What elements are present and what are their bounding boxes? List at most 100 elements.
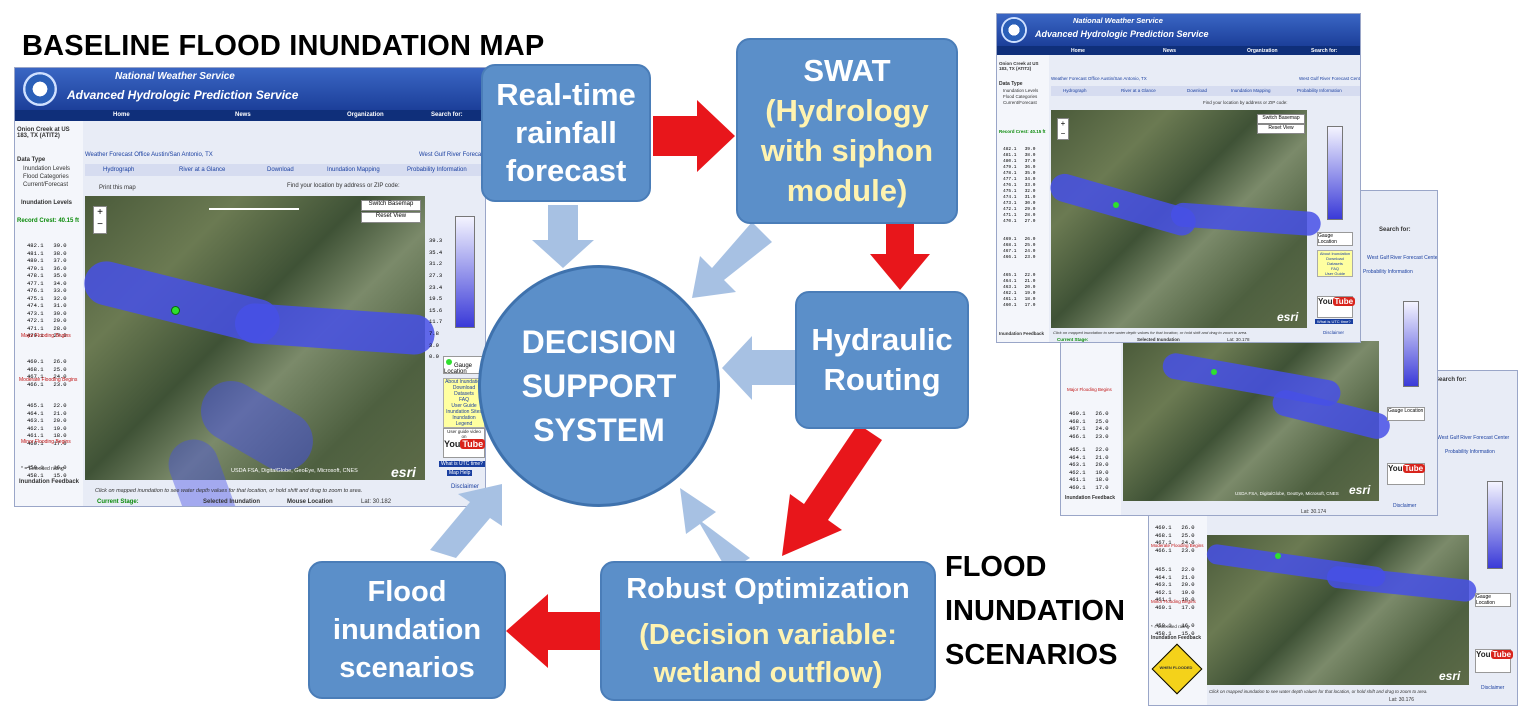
scenarios-heading: FLOOD INUNDATION SCENARIOS [945, 545, 1125, 677]
opacity-slider[interactable] [209, 208, 299, 210]
feedback-arrow-robust [680, 488, 750, 572]
map-help-link[interactable]: Map Help [447, 470, 473, 476]
disclaimer-link[interactable]: Disclaimer [1323, 330, 1345, 335]
inundation-feedback[interactable]: Inundation Feedback [19, 479, 80, 485]
data-type-option[interactable]: Current/Forecast [23, 182, 69, 188]
data-type-option[interactable]: Inundation Levels [1003, 88, 1039, 93]
lat-readout: Lat: 30.174 [1301, 509, 1327, 515]
nav-organization[interactable]: Organization [347, 112, 384, 118]
gauge-marker[interactable] [1275, 553, 1281, 559]
scenario-map-screenshot: National Weather Service Advanced Hydrol… [996, 13, 1361, 343]
tab-download[interactable]: Download [1187, 88, 1208, 93]
tab-inundation-mapping[interactable]: Inundation Mapping [327, 167, 380, 173]
nav-home[interactable]: Home [1071, 48, 1085, 54]
satellite-map[interactable]: esri [1205, 535, 1478, 685]
scenarios-heading-line: INUNDATION [945, 595, 1125, 627]
gauge-marker[interactable] [1211, 369, 1217, 375]
current-stage: Current Stage: [97, 499, 139, 505]
gauge-marker[interactable] [171, 306, 180, 315]
tab-hydrograph[interactable]: Hydrograph [1063, 88, 1087, 93]
service-name: Advanced Hydrologic Prediction Service [67, 88, 299, 102]
record-crest: Record Crest: 40.15 ft [999, 129, 1046, 134]
data-type-option[interactable]: Inundation Levels [23, 166, 71, 172]
tab-river-at-a-glance[interactable]: River at a Glance [179, 167, 226, 173]
satellite-map[interactable]: +− Switch Basemap Reset View esri [1047, 110, 1322, 328]
gauge-location-button[interactable]: Gauge Location [443, 356, 485, 375]
disclaimer-link[interactable]: Disclaimer [1393, 503, 1417, 509]
inundation-feedback[interactable]: Inundation Feedback [1065, 495, 1116, 501]
inundation-feedback[interactable]: Inundation Feedback [1151, 635, 1202, 641]
flow-arrow-robust-to-flood [506, 594, 600, 668]
nav-news[interactable]: News [235, 112, 251, 118]
tab-download[interactable]: Download [267, 167, 294, 173]
click-hint: Click on mapped inundation to see water … [1209, 689, 1428, 694]
nav-news[interactable]: News [1163, 48, 1177, 54]
gauge-location-button[interactable]: Gauge Location [1387, 407, 1425, 421]
inundation-feedback[interactable]: Inundation Feedback [999, 331, 1045, 336]
esri-logo: esri [391, 464, 416, 480]
realtime-rainfall-node: Real-time rainfall forecast [481, 64, 651, 202]
river-center-name[interactable]: West Gulf River Forecast Center [1367, 255, 1438, 261]
tab-river-at-a-glance[interactable]: River at a Glance [1121, 88, 1156, 93]
tab-bar: Hydrograph River at a Glance Download In… [85, 164, 485, 176]
node-line: SYSTEM [533, 412, 665, 448]
nav-home[interactable]: Home [113, 112, 130, 118]
gauge-icon [446, 359, 452, 365]
office-name[interactable]: Weather Forecast Office Austin/San Anton… [1051, 76, 1147, 81]
gauge-location-button[interactable]: Gauge Location [1475, 593, 1511, 607]
river-center-name[interactable]: West Gulf River Forecast Center [1299, 76, 1361, 81]
tab-hydrograph[interactable]: Hydrograph [103, 167, 135, 173]
find-location-label: Find your location by address or ZIP cod… [287, 183, 400, 189]
reset-view-button[interactable]: Reset View [1257, 124, 1305, 134]
gauge-marker[interactable] [1113, 202, 1119, 208]
baseline-map-heading: BASELINE FLOOD INUNDATION MAP [22, 30, 545, 62]
reset-view-button[interactable]: Reset View [361, 212, 421, 223]
feedback-arrow-flood [430, 484, 502, 558]
map-attribution: USDA FSA, DigitalGlobe, GeoEye, Microsof… [231, 468, 358, 474]
feedback-arrow-realtime [532, 205, 594, 268]
robust-optimization-node: Robust Optimization (Decision variable: … [600, 561, 936, 701]
tab-probability-information[interactable]: Probability Information [1297, 88, 1342, 93]
utc-link[interactable]: What is UTC time? [439, 461, 485, 467]
data-type-option[interactable]: Flood Categories [1003, 94, 1038, 99]
location-name: Onion Creek at US 183, TX (ATIT2) [999, 61, 1039, 71]
nav-organization[interactable]: Organization [1247, 48, 1278, 54]
river-center-name[interactable]: West Gulf River Forecast Center [419, 152, 486, 158]
office-name[interactable]: Weather Forecast Office Austin/San Anton… [85, 152, 213, 158]
data-type-option[interactable]: Flood Categories [23, 174, 69, 180]
tab-probability-information[interactable]: Probability Information [407, 167, 467, 173]
data-type-option[interactable]: Current/Forecast [1003, 100, 1037, 105]
disclaimer-link[interactable]: Disclaimer [1481, 685, 1505, 691]
disclaimer-link[interactable]: Disclaimer [451, 484, 480, 490]
decision-support-system-node: DECISION SUPPORT SYSTEM [478, 265, 720, 507]
flow-arrow-swat-to-hydraulic [870, 224, 930, 290]
ahps-header: National Weather Service Advanced Hydrol… [997, 14, 1360, 46]
switch-basemap-button[interactable]: Switch Basemap [1257, 114, 1305, 124]
selected-inundation: Selected Inundation [203, 499, 261, 505]
depth-scale-bar [1487, 481, 1503, 569]
tab-inundation-mapping[interactable]: Inundation Mapping [1231, 88, 1271, 93]
moderate-flood-label: Moderate Flooding Begins [19, 377, 78, 383]
zoom-controls[interactable]: +− [93, 206, 107, 234]
gauge-location-button[interactable]: Gauge Location [1317, 232, 1353, 246]
river-center-name[interactable]: West Gulf River Forecast Center [1437, 435, 1510, 441]
zoom-controls[interactable]: +− [1057, 118, 1069, 140]
node-line: (Decision variable: [639, 619, 897, 651]
print-map-link[interactable]: Print this map [99, 185, 136, 191]
satellite-map[interactable]: USDA FSA, DigitalGlobe, GeoEye, Microsof… [1123, 341, 1393, 501]
utc-link[interactable]: What is UTC time? [1315, 319, 1353, 324]
tab-probability-information[interactable]: Probability Information [1363, 269, 1413, 275]
tab-probability-information[interactable]: Probability Information [1445, 449, 1495, 455]
switch-basemap-button[interactable]: Switch Basemap [361, 200, 421, 211]
lat-readout: Lat: 30.176 [1389, 697, 1415, 703]
node-line: DECISION [521, 324, 677, 360]
satellite-map[interactable]: +− Switch Basemap Reset View USDA FSA, D… [79, 196, 436, 506]
